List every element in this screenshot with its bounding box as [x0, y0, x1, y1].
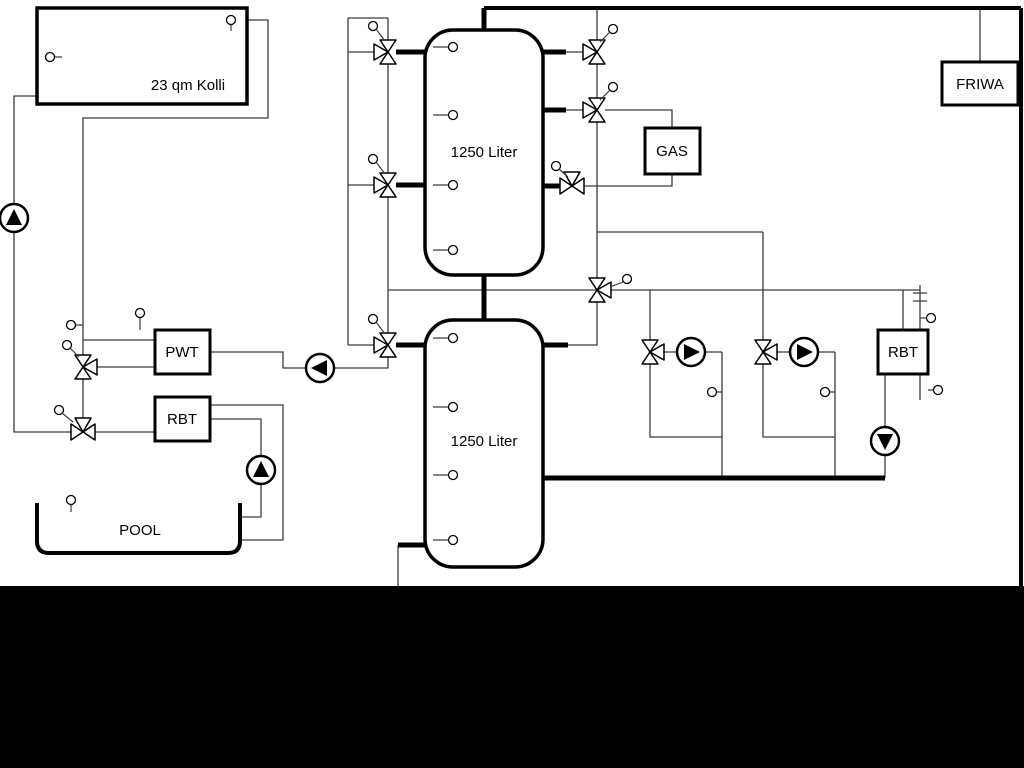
sensor-icon	[447, 332, 459, 344]
tank-connection-stubs	[396, 8, 885, 548]
pump-icon	[0, 202, 30, 234]
pipe-network-thick	[396, 6, 1023, 586]
buffer-tank-top: 1250 Liter	[423, 28, 545, 277]
sensor-icon	[447, 109, 459, 121]
three-way-valve-icon	[53, 404, 96, 441]
pool-basin	[35, 503, 242, 555]
three-way-valve-icon	[550, 160, 585, 195]
gas-boiler-body	[643, 126, 702, 176]
sensor-icon	[65, 319, 77, 331]
buffer-tank-bottom-body	[423, 318, 545, 569]
sensor-icons	[44, 14, 944, 546]
sensor-icon	[44, 51, 56, 63]
rbt-right-label: RBT	[888, 344, 918, 361]
three-way-valve-icon	[367, 153, 397, 198]
sensor-icon	[447, 534, 459, 546]
heating-circuit1-pipes	[649, 290, 723, 478]
three-way-valve-icon	[582, 81, 619, 123]
heating-supply-pipes	[388, 289, 920, 330]
buffer-tank-bottom: 1250 Liter	[423, 318, 545, 569]
sensor-icon	[65, 494, 77, 506]
friwa-station: FRIWA	[940, 60, 1020, 107]
sensor-icon	[134, 307, 146, 319]
solar-loop-pipes	[13, 19, 269, 433]
buffer-tank-top-body	[423, 28, 545, 277]
three-way-valve-icon	[367, 20, 397, 65]
pool: POOL	[35, 503, 242, 555]
pump-icon	[304, 352, 336, 384]
valves	[53, 20, 778, 441]
rbt-right-body	[876, 328, 930, 376]
pump-icon	[869, 425, 901, 457]
solar-collector-label: 23 qm Kolli	[151, 77, 225, 94]
sensor-icon	[447, 469, 459, 481]
sensor-icon	[925, 312, 937, 324]
sensor-icon	[932, 384, 944, 396]
rbt-left: RBT	[153, 395, 212, 443]
pwt-body	[153, 328, 212, 376]
three-way-valve-icon	[582, 23, 619, 65]
sensor-stems	[54, 24, 933, 541]
buffer-tank-top-label: 1250 Liter	[451, 144, 518, 161]
buffer-tank-bottom-label: 1250 Liter	[451, 433, 518, 450]
pwt-heat-exchanger: PWT	[153, 328, 212, 376]
solar-collector-body	[35, 6, 249, 106]
gas-boiler-label: GAS	[656, 143, 688, 160]
sensor-icon	[447, 244, 459, 256]
dhw-gas-pipes	[566, 8, 981, 346]
pump-icon	[788, 336, 820, 368]
sensor-icon	[447, 41, 459, 53]
pipe-network-thin	[13, 8, 981, 586]
friwa-label: FRIWA	[956, 76, 1004, 93]
three-way-valve-icon	[588, 273, 633, 303]
letterbox-bottom	[0, 586, 1024, 768]
three-way-valve-icon	[367, 313, 397, 358]
sensor-icon	[706, 386, 718, 398]
rbt-right: RBT	[876, 328, 930, 376]
pool-loop-pipes	[210, 404, 399, 586]
heating-circuit2-pipes	[597, 231, 836, 478]
pump-icon	[245, 454, 277, 486]
gas-boiler: GAS	[643, 126, 702, 176]
sensor-icon	[819, 386, 831, 398]
dhw-main-line	[484, 6, 1023, 586]
pool-label: POOL	[119, 522, 161, 539]
sensor-icon	[225, 14, 237, 26]
rbt-left-label: RBT	[167, 411, 197, 428]
rbt-left-body	[153, 395, 212, 443]
pwt-secondary-pipes	[210, 351, 389, 369]
three-way-valve-icon	[61, 339, 98, 380]
sensor-icon	[447, 179, 459, 191]
friwa-body	[940, 60, 1020, 107]
charging-ladder-pipes	[347, 17, 389, 346]
pump-icon	[675, 336, 707, 368]
pwt-label: PWT	[165, 344, 198, 361]
sensor-icon	[447, 401, 459, 413]
solar-collector: 23 qm Kolli	[35, 6, 249, 106]
